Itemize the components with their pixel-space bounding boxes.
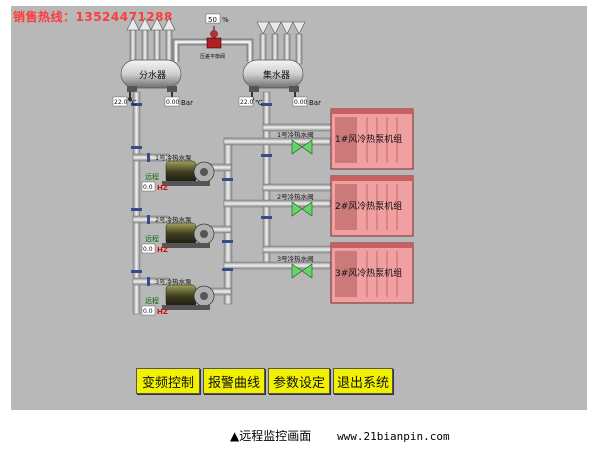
distributor-label: 分水器	[139, 69, 166, 81]
pump-1-label: 1号冷热水泵	[155, 153, 192, 162]
unit-2-label: 2#风冷热泵机组	[335, 200, 402, 212]
unit-1-label: 1#风冷热泵机组	[335, 133, 402, 145]
heat-pump-unit-3[interactable]	[330, 242, 414, 304]
freq-control-button[interactable]: 变频控制	[136, 368, 200, 394]
collector-temp-value: 22.0	[240, 99, 254, 106]
collector-temp-unit: ℃	[255, 99, 263, 107]
pump-1-freq-unit: HZ	[157, 184, 168, 192]
valve-3[interactable]	[291, 263, 313, 279]
exit-system-button[interactable]: 退出系统	[333, 368, 393, 394]
distributor-pressure-value: 0.00	[166, 99, 180, 106]
caption-title: ▲远程监控画面	[230, 429, 312, 443]
pump-3-freq-unit: HZ	[157, 308, 168, 316]
pump-2-freq-unit: HZ	[157, 246, 168, 254]
pump-1[interactable]	[162, 160, 215, 186]
monitor-panel: 销售热线：13524471288	[11, 6, 587, 410]
valve-1-label: 1号冷热水阀	[277, 130, 314, 139]
valve-3-label: 3号冷热水阀	[277, 254, 314, 263]
caption: ▲远程监控画面 www.21bianpin.com	[230, 427, 450, 444]
distributor-tank	[120, 59, 182, 89]
distributor-pressure-unit: Bar	[181, 99, 193, 107]
collector-tank	[242, 59, 304, 89]
pump-3[interactable]	[162, 284, 215, 310]
valve-open-value: 50	[208, 16, 217, 24]
pump-3-label: 3号冷热水泵	[155, 277, 192, 286]
pump-3-freq-value: 0.0	[143, 308, 153, 315]
valve-label: 压差平衡阀	[200, 53, 225, 60]
up-arrow-icon	[126, 17, 176, 31]
pump-3-mode[interactable]: 远程	[145, 296, 159, 305]
collector-pressure-value: 0.00	[294, 99, 308, 106]
heat-pump-unit-1[interactable]	[330, 108, 414, 170]
down-arrow-icon	[256, 21, 306, 35]
pump-1-freq-value: 0.0	[143, 184, 153, 191]
pump-1-mode[interactable]: 远程	[145, 172, 159, 181]
collector-label: 集水器	[263, 69, 290, 81]
pump-2-freq-value: 0.0	[143, 246, 153, 253]
distributor-temp-value: 22.0	[114, 99, 128, 106]
unit-3-label: 3#风冷热泵机组	[335, 267, 402, 279]
pressure-balance-valve-icon	[206, 26, 222, 49]
alarm-curve-button[interactable]: 报警曲线	[203, 368, 265, 394]
collector-pressure-unit: Bar	[309, 99, 321, 107]
valve-2-label: 2号冷热水阀	[277, 192, 314, 201]
collector-inlet-pipes	[259, 33, 303, 65]
pump-2-mode[interactable]: 远程	[145, 234, 159, 243]
valve-open-unit: %	[222, 16, 229, 24]
caption-site: www.21bianpin.com	[337, 430, 450, 443]
pump-2[interactable]	[162, 222, 215, 248]
heat-pump-unit-2[interactable]	[330, 175, 414, 237]
distributor-outlet-pipes	[129, 29, 173, 65]
distributor-temp-unit: ℃	[129, 99, 137, 107]
pipe-flange-icon	[131, 103, 272, 286]
valve-2[interactable]	[291, 201, 313, 217]
pump-2-label: 2号冷热水泵	[155, 215, 192, 224]
process-diagram: 分水器 集水器 50 % 压差平衡阀 22.0 ℃ 0.00 Bar 22.0 …	[112, 13, 414, 316]
valve-1[interactable]	[291, 139, 313, 155]
param-settings-button[interactable]: 参数设定	[268, 368, 330, 394]
